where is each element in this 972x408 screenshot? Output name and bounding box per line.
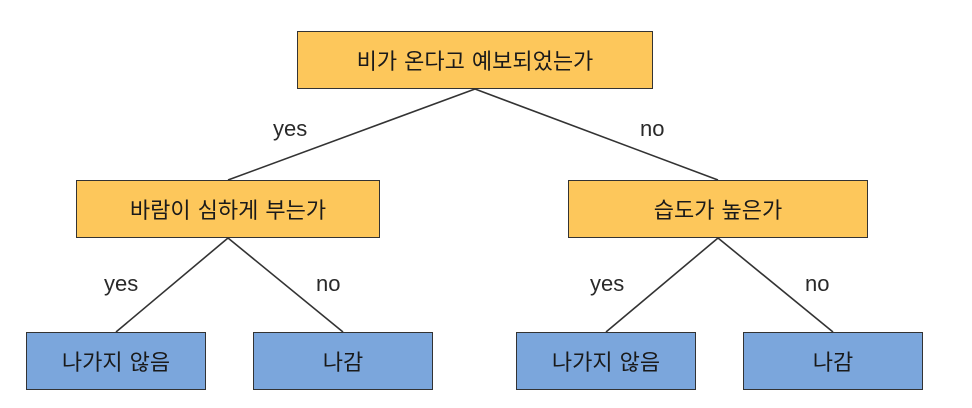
node-label: 나감	[812, 351, 854, 376]
edge-wind-leaf2	[227, 237, 344, 333]
edge-label-yes: yes	[273, 116, 308, 141]
edge-humidity-leaf4	[717, 237, 834, 333]
edge-label-no: no	[805, 271, 830, 296]
edge-humidity-leaf3	[605, 237, 719, 333]
edge-label-no: no	[316, 271, 341, 296]
edge-root-wind	[227, 88, 476, 181]
edge-label-no: no	[640, 116, 665, 141]
node-label: 나가지 않음	[61, 351, 171, 376]
leaf-node-go-out: 나감	[253, 332, 433, 390]
decision-node-rain-forecast: 비가 온다고 예보되었는가	[297, 31, 653, 89]
leaf-node-stay-in: 나가지 않음	[516, 332, 696, 390]
node-label: 습도가 높은가	[653, 199, 783, 224]
decision-node-high-humidity: 습도가 높은가	[568, 180, 868, 238]
leaf-node-go-out: 나감	[743, 332, 923, 390]
node-label: 나가지 않음	[551, 351, 661, 376]
node-label: 바람이 심하게 부는가	[129, 199, 327, 224]
leaf-node-stay-in: 나가지 않음	[26, 332, 206, 390]
node-label: 나감	[322, 351, 364, 376]
edge-wind-leaf1	[115, 237, 229, 333]
decision-node-strong-wind: 바람이 심하게 부는가	[76, 180, 380, 238]
node-label: 비가 온다고 예보되었는가	[356, 50, 594, 75]
edge-label-yes: yes	[590, 271, 625, 296]
edge-root-humidity	[474, 88, 719, 181]
edge-label-yes: yes	[104, 271, 139, 296]
